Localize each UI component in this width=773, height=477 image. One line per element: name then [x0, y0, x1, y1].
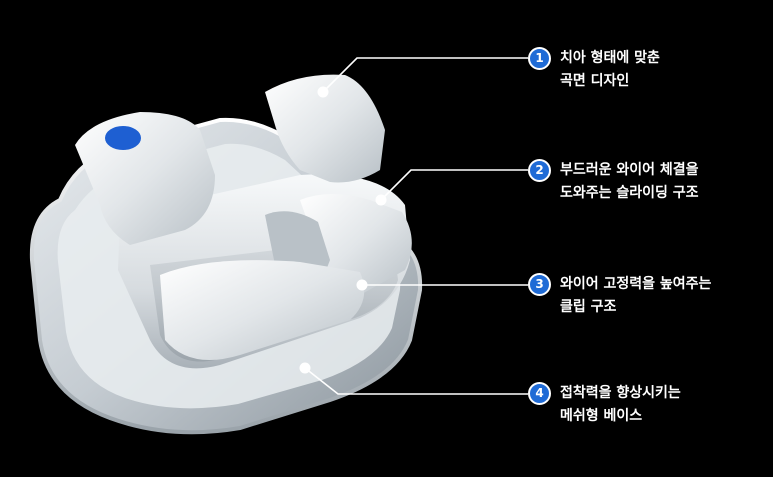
callout-4-line1: 접착력을 향상시키는	[560, 385, 681, 401]
callout-1-line1: 치아 형태에 맞춘	[560, 50, 660, 66]
callout-4-line	[304, 367, 528, 395]
callout-1-badge: 1	[528, 47, 551, 70]
callout-4: 4 접착력을 향상시키는 메쉬형 베이스	[528, 382, 681, 428]
callout-4-badge: 4	[528, 382, 551, 405]
callout-1-line	[322, 57, 528, 93]
callout-1: 1 치아 형태에 맞춘 곡면 디자인	[528, 47, 660, 93]
callout-2-line1: 부드러운 와이어 체결을	[560, 162, 699, 178]
callout-4-anchor	[299, 362, 311, 374]
color-id-dot	[105, 126, 141, 150]
callout-3-text: 와이어 고정력을 높여주는 클립 구조	[560, 273, 711, 319]
callout-1-text: 치아 형태에 맞춘 곡면 디자인	[560, 47, 660, 93]
clip	[160, 260, 365, 360]
callout-2-badge: 2	[528, 159, 551, 182]
tie-wing-back-right	[265, 74, 385, 183]
callout-1-line2: 곡면 디자인	[560, 73, 630, 89]
callout-3-line1: 와이어 고정력을 높여주는	[560, 276, 712, 292]
callout-4-text: 접착력을 향상시키는 메쉬형 베이스	[560, 382, 681, 428]
callout-2-anchor	[375, 194, 387, 206]
callout-3-badge: 3	[528, 273, 551, 296]
callout-3-line2: 클립 구조	[560, 299, 617, 315]
callout-4-line2: 메쉬형 베이스	[560, 408, 643, 424]
callout-2-text: 부드러운 와이어 체결을 도와주는 슬라이딩 구조	[560, 159, 699, 205]
callout-3: 3 와이어 고정력을 높여주는 클립 구조	[528, 273, 711, 319]
callout-2-line2: 도와주는 슬라이딩 구조	[560, 185, 699, 201]
callout-2-line	[380, 169, 528, 201]
callout-3-anchor	[356, 279, 368, 291]
callout-2: 2 부드러운 와이어 체결을 도와주는 슬라이딩 구조	[528, 159, 699, 205]
callout-1-anchor	[317, 86, 329, 98]
